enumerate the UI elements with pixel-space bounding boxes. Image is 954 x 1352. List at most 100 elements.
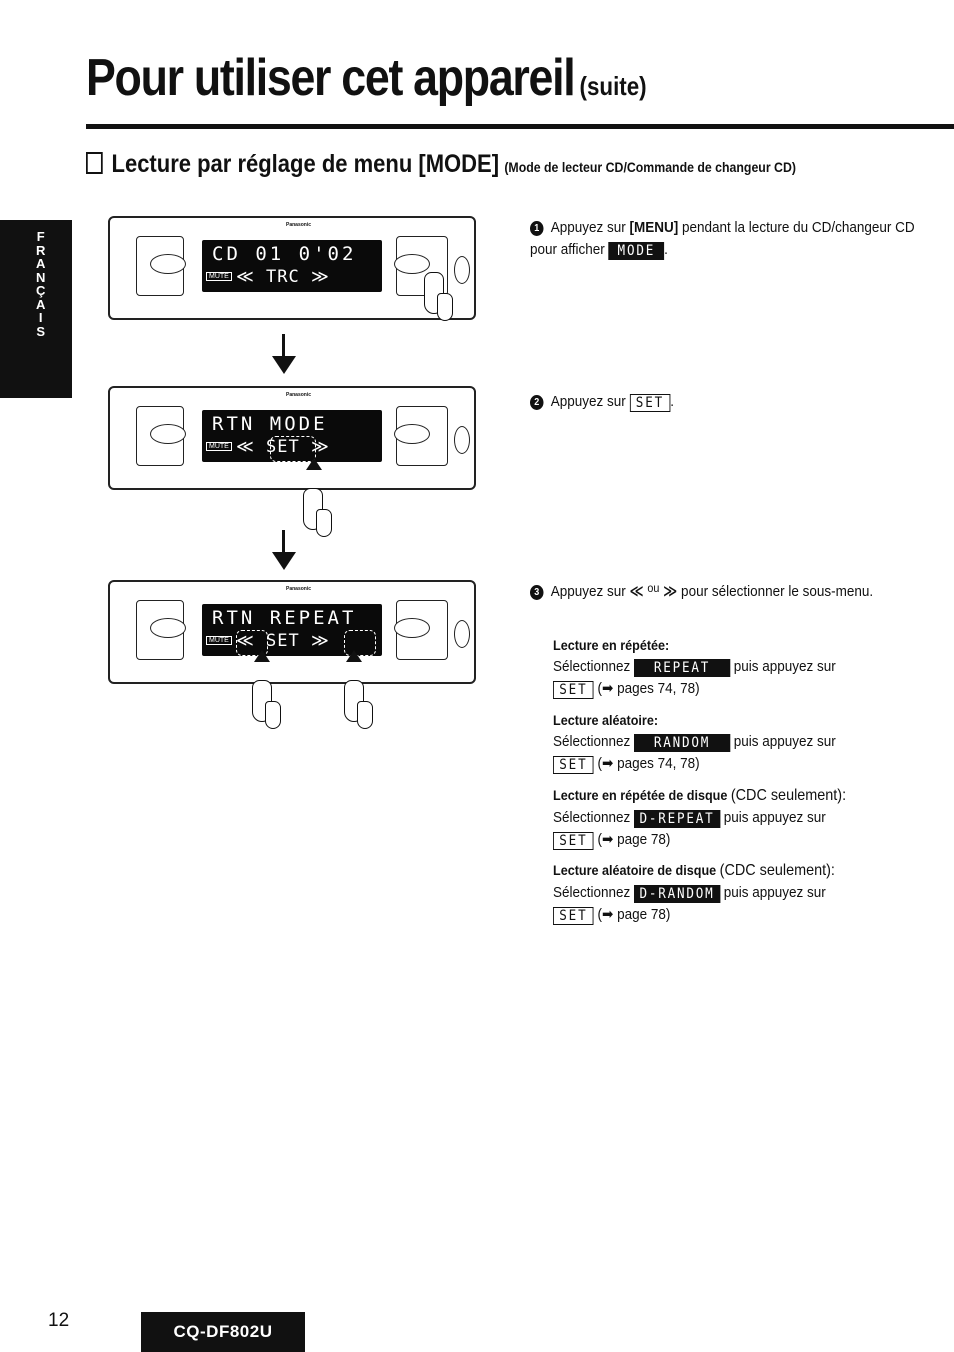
radio-faceplate-2: Panasonic RTN MODE MUTE ≪ SET ≫ — [108, 386, 476, 490]
language-letter: F — [36, 229, 45, 244]
select-text: Sélectionnez — [553, 658, 631, 675]
right-knob-icon — [394, 618, 430, 638]
page-title: Pour utiliser cet appareil(suite) — [86, 48, 647, 108]
brand-logo: Panasonic — [286, 586, 312, 592]
pointing-finger-icon — [344, 680, 373, 729]
option-label-extra: (CDC seulement): — [719, 862, 835, 879]
step-tail: . — [664, 241, 668, 258]
language-letter: Ç — [36, 283, 46, 298]
left-knob-icon — [150, 618, 186, 638]
dial-icon — [454, 426, 470, 454]
lcd-line-1: CD 01 0'02 — [212, 243, 357, 265]
select-text: Sélectionnez — [553, 809, 631, 826]
option-label-text: Lecture en répétée: — [553, 637, 670, 653]
language-tab-letters: F R A N Ç A I S — [36, 230, 45, 338]
option-disc-random: Lecture aléatoire de disque (CDC seuleme… — [553, 859, 922, 926]
pointing-finger-icon — [424, 272, 453, 321]
lcd-display: CD 01 0'02 MUTE ≪ TRC ≫ — [202, 240, 382, 292]
set-button-display: SET — [629, 394, 671, 412]
left-highlight — [236, 630, 268, 656]
option-label: Lecture aléatoire de disque (CDC seuleme… — [553, 859, 922, 882]
set-button-display: SET — [553, 907, 594, 925]
display-d-repeat: D-REPEAT — [634, 810, 720, 828]
set-button-display: SET — [553, 756, 594, 774]
step-tail: . — [670, 393, 675, 410]
then-text: puis appuyez sur — [723, 809, 826, 826]
display-d-random: D-RANDOM — [634, 885, 720, 903]
step-text: pendant la lecture du CD/changeur CD pou… — [530, 219, 915, 258]
option-label-text: Lecture aléatoire de disque — [553, 862, 717, 878]
pointer-tip-icon — [306, 458, 322, 470]
lcd-line-1: RTN REPEAT — [212, 607, 357, 629]
right-knob-icon — [394, 424, 430, 444]
down-arrow-icon — [282, 334, 285, 358]
left-knob-icon — [150, 424, 186, 444]
page-reference: (➡ page 78) — [597, 831, 671, 848]
language-tab: F R A N Ç A I S — [0, 220, 72, 398]
right-chevrons-icon: ≫ — [663, 583, 678, 600]
language-letter: A — [36, 296, 46, 312]
display-random: RANDOM — [634, 734, 730, 752]
page-reference: (➡ page 78) — [597, 906, 671, 923]
then-text: puis appuyez sur — [733, 733, 836, 750]
step-number-badge: 2 — [530, 395, 544, 410]
display-repeat: REPEAT — [634, 659, 730, 677]
option-label-text: Lecture en répétée de disque — [553, 787, 728, 803]
language-letter: I — [38, 310, 43, 325]
set-highlight — [270, 436, 316, 462]
down-arrow-head-icon — [272, 552, 296, 570]
select-text: Sélectionnez — [553, 884, 631, 901]
section-heading-main: Lecture par réglage de menu [MODE] — [111, 150, 500, 178]
select-text: Sélectionnez — [553, 733, 631, 750]
page-reference: (➡ pages 74, 78) — [597, 680, 700, 697]
option-label: Lecture en répétée: — [553, 634, 922, 656]
display-mode: MODE — [608, 242, 665, 260]
option-label: Lecture aléatoire: — [553, 709, 922, 731]
option-disc-repeat: Lecture en répétée de disque (CDC seulem… — [553, 784, 922, 851]
then-text: puis appuyez sur — [733, 658, 836, 675]
step-text: pour sélectionner le sous-menu. — [681, 583, 874, 600]
radio-faceplate-3: Panasonic RTN REPEAT MUTE ≪ SET ≫ — [108, 580, 476, 684]
option-random: Lecture aléatoire: Sélectionnez RANDOM p… — [553, 709, 922, 775]
mute-indicator: MUTE — [206, 272, 232, 281]
right-knob-icon — [394, 254, 430, 274]
mute-indicator: MUTE — [206, 442, 232, 451]
step-number-badge: 1 — [530, 221, 544, 236]
then-text: puis appuyez sur — [723, 884, 826, 901]
brand-logo: Panasonic — [286, 222, 312, 228]
checkbox-icon — [86, 152, 103, 174]
lcd-line-2: ≪ SET ≫ — [236, 631, 330, 651]
page-number: 12 — [48, 1310, 70, 1331]
radio-faceplate-1: Panasonic CD 01 0'02 MUTE ≪ TRC ≫ — [108, 216, 476, 321]
option-label: Lecture en répétée de disque (CDC seulem… — [553, 784, 922, 807]
section-heading-sub: (Mode de lecteur CD/Commande de changeur… — [504, 159, 796, 175]
step-text: Appuyez sur — [550, 219, 626, 236]
step-text: Appuyez sur — [550, 583, 626, 600]
step-number-badge: 3 — [530, 585, 544, 600]
set-button-display: SET — [553, 832, 594, 850]
mute-indicator: MUTE — [206, 636, 232, 645]
lcd-display: RTN REPEAT MUTE ≪ SET ≫ — [202, 604, 382, 656]
language-letter: R — [36, 242, 46, 258]
pointer-tip-icon — [254, 650, 270, 662]
step-text: Appuyez sur — [550, 393, 626, 410]
section-heading: Lecture par réglage de menu [MODE](Mode … — [86, 150, 796, 179]
pointing-finger-icon — [252, 680, 281, 729]
model-badge: CQ-DF802U — [141, 1312, 305, 1352]
lcd-display: RTN MODE MUTE ≪ SET ≫ — [202, 410, 382, 462]
brand-logo: Panasonic — [286, 392, 312, 398]
page-title-main: Pour utiliser cet appareil — [86, 49, 576, 107]
language-letter: A — [36, 256, 46, 271]
set-button-display: SET — [553, 681, 594, 699]
page-reference: (➡ pages 74, 78) — [597, 755, 700, 772]
dial-icon — [454, 256, 470, 284]
lcd-line-2: ≪ SET ≫ — [236, 437, 330, 457]
option-label-extra: (CDC seulement): — [730, 787, 847, 804]
option-repeat: Lecture en répétée: Sélectionnez REPEAT … — [553, 634, 922, 700]
left-knob-icon — [150, 254, 186, 274]
page-title-suffix: (suite) — [579, 71, 647, 101]
conjunction: ou — [647, 581, 660, 595]
step-2: 2 Appuyez sur SET. — [530, 391, 917, 413]
